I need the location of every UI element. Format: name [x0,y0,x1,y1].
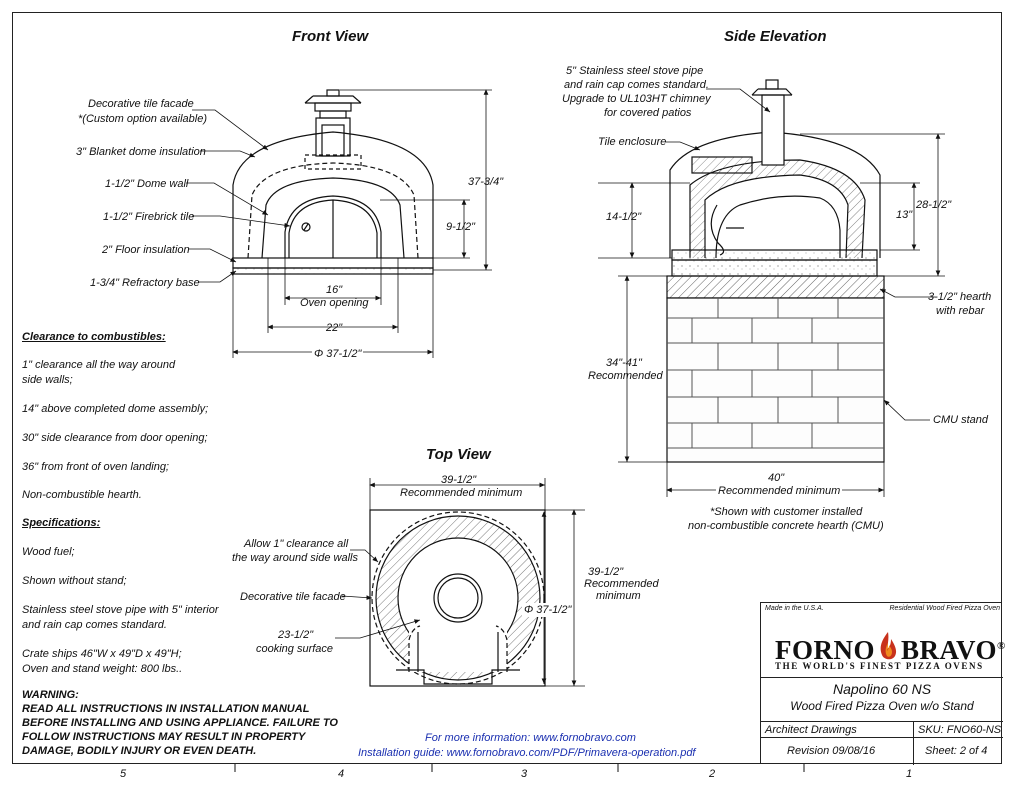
registered-mark: ® [997,640,1006,652]
grid-number: 4 [338,768,345,780]
revision: Revision 09/08/16 [787,745,876,757]
brand-right: BRAVO [901,635,997,665]
category: Residential Wood Fired Pizza Oven [889,605,1001,612]
dim-top-depth: 39-1/2" [588,566,624,578]
grid-number: 1 [906,768,913,780]
warning-line: BEFORE INSTALLING AND USING APPLIANCE. F… [22,717,338,729]
clearance-line: 36" from front of oven landing; [22,461,169,473]
brand-logo: FORNO BRAVO® [775,631,1006,666]
label-cmu-stand: CMU stand [933,414,989,426]
label-top-tile-facade: Decorative tile facade [240,591,346,603]
clearance-heading: Clearance to combustibles: [22,331,166,343]
sheet-number: Sheet: 2 of 4 [925,745,988,757]
dim-stand-height-note: Recommended [588,370,663,382]
dim-top-width: 39-1/2" [441,474,477,486]
label-clearance-2: the way around side walls [232,552,358,564]
specs-heading: Specifications: [22,517,101,529]
label-cooking-1: 23-1/2" [278,629,314,641]
warning-line: DAMAGE, BODILY INJURY OR EVEN DEATH. [22,745,257,757]
dim-opening-width: 16" [326,284,343,296]
dim-stand-height: 34"-41" [606,357,642,369]
side-elevation-title: Side Elevation [724,28,827,45]
dim-top-depth-note-2: minimum [596,590,641,602]
label-dome-wall: 1-1/2" Dome wall [105,178,189,190]
dim-dome-height: 13" [896,209,913,221]
side-elevation-drawing [666,79,885,463]
dim-stand-width-note: Recommended minimum [716,484,843,498]
dim-top-diameter: Φ 37-1/2" [522,603,574,617]
flame-icon [880,632,897,660]
grid-number: 5 [120,768,127,780]
label-blanket-insulation: 3" Blanket dome insulation [76,146,206,158]
dim-interior-width: 22" [326,322,343,334]
sku: SKU: FNO60-NS [918,724,1002,736]
warning-line: WARNING: [22,689,79,701]
label-tile-facade: Decorative tile facade [88,98,194,110]
clearance-line: side walls; [22,374,73,386]
grid-ticks [234,764,805,772]
label-stove-pipe-3: Upgrade to UL103HT chimney [562,93,711,105]
top-view-dimensions [335,478,585,687]
installation-guide-link[interactable]: Installation guide: www.fornobravo.com/P… [358,747,696,759]
label-hearth-1: 3-1/2" hearth [928,291,992,303]
label-floor-insulation: 2" Floor insulation [102,244,190,256]
spec-line: and rain cap comes standard. [22,619,167,631]
dim-outer-diameter: Φ 37-1/2" [312,347,364,361]
spec-line: Shown without stand; [22,575,127,587]
label-shown-2: non-combustible concrete hearth (CMU) [688,520,884,532]
grid-number: 3 [521,768,528,780]
more-info-link[interactable]: For more information: www.fornobravo.com [425,732,636,744]
spec-line: Wood fuel; [22,546,75,558]
spec-line: Oven and stand weight: 800 lbs.. [22,663,183,675]
label-cooking-2: cooking surface [256,643,334,655]
clearance-line: 1" clearance all the way around [22,359,176,371]
dim-total-height: 28-1/2" [916,199,952,211]
made-in: Made in the U.S.A. [765,605,824,612]
tagline: THE WORLD'S FINEST PIZZA OVENS [775,661,984,671]
spec-line: Stainless steel stove pipe with 5" inter… [22,604,219,616]
dim-opening-caption: Oven opening [300,297,369,309]
cmu-stand-blocks [667,298,884,449]
dim-top-width-note: Recommended minimum [398,486,525,500]
label-refractory-base: 1-3/4" Refractory base [90,277,200,289]
label-tile-facade-note: *(Custom option available) [78,113,208,125]
title-block: Made in the U.S.A. Residential Wood Fire… [760,602,1005,765]
dim-interior-height: 14-1/2" [606,211,642,223]
label-clearance-1: Allow 1" clearance all [244,538,349,550]
label-hearth-2: with rebar [936,305,985,317]
label-stove-pipe-2: and rain cap comes standard. [564,79,709,91]
dim-overall-height: 37-3/4" [468,176,504,188]
grid-number: 2 [709,768,716,780]
label-stove-pipe-4: for covered patios [604,107,692,119]
front-view-dimensions [186,89,492,358]
drawing-type: Architect Drawings [765,724,857,736]
warning-block: WARNING: READ ALL INSTRUCTIONS IN INSTAL… [22,688,338,758]
dim-opening-height: 9-1/2" [446,221,475,233]
warning-line: READ ALL INSTRUCTIONS IN INSTALLATION MA… [22,703,310,715]
brand-left: FORNO [775,635,875,665]
label-tile-enclosure: Tile enclosure [598,136,667,148]
model-name: Napolino 60 NS [832,681,932,697]
dim-stand-width: 40" [768,472,785,484]
side-elevation-dimensions [598,88,945,497]
clearance-line: 14" above completed dome assembly; [22,403,209,415]
label-shown-1: *Shown with customer installed [710,506,863,518]
model-description: Wood Fired Pizza Oven w/o Stand [790,699,974,713]
clearance-line: 30" side clearance from door opening; [22,432,208,444]
warning-line: FOLLOW INSTRUCTIONS MAY RESULT IN PROPER… [22,731,306,743]
front-view-drawing [232,89,434,275]
top-view-drawing [369,509,546,687]
front-view-title: Front View [292,28,369,45]
dim-top-depth-note-1: Recommended [584,578,659,590]
clearance-line: Non-combustible hearth. [22,489,142,501]
label-stove-pipe-1: 5" Stainless steel stove pipe [566,65,704,77]
label-firebrick: 1-1/2" Firebrick tile [103,211,195,223]
spec-line: Crate ships 46"W x 49"D x 49"H; [22,648,182,660]
top-view-title: Top View [426,446,491,463]
drawing-sheet-border [12,12,1002,764]
